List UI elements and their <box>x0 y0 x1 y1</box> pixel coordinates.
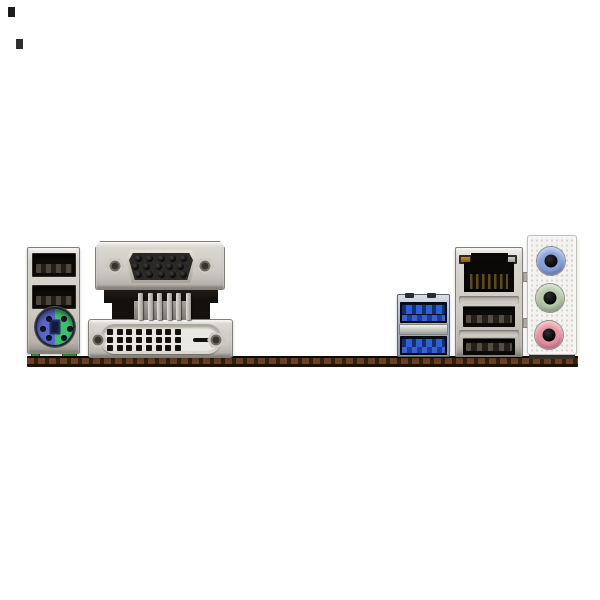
usb2-port <box>32 253 76 277</box>
vga-pin-hole <box>179 271 187 278</box>
audio-jack-hole <box>542 328 556 342</box>
vga-pin-hole <box>168 255 176 262</box>
ps2-pin-hole <box>46 316 52 322</box>
vga-pin-hole <box>165 263 173 270</box>
ps2-pin-hole <box>46 335 52 341</box>
dvi-pin-hole <box>107 345 113 351</box>
ps2-pin-hole <box>40 326 46 332</box>
dvi-pin-hole <box>126 329 133 335</box>
ps2-pin-hole <box>67 326 73 332</box>
ethernet-port <box>464 262 514 292</box>
audio-jack-hole <box>544 254 558 268</box>
dvi-pin-hole <box>145 345 152 351</box>
usb3-shell-tab <box>405 293 414 298</box>
connector-pin <box>157 293 163 320</box>
dvi-pin-hole <box>165 345 172 351</box>
connector-pin <box>147 293 153 320</box>
ps2-pin-hole <box>61 316 67 322</box>
vga-pin-hole <box>157 255 165 262</box>
housing-groove <box>459 296 519 304</box>
vga-pin-hole <box>146 271 154 278</box>
vga-pin-hole <box>179 255 187 262</box>
audio-jack-line-out <box>536 284 564 312</box>
vga-pin-hole <box>154 263 162 270</box>
stray-mark <box>8 7 15 17</box>
ps2-key-slot <box>49 319 61 335</box>
dvi-pin-hole <box>165 329 172 335</box>
vga-pin-hole <box>135 271 143 278</box>
stray-mark <box>16 39 23 49</box>
audio-base <box>529 352 575 359</box>
ethernet-contacts <box>470 274 508 289</box>
vga-pin-hole <box>135 255 143 262</box>
vga-pin-hole <box>157 271 165 278</box>
dvi-pin-hole <box>116 345 123 351</box>
usb3-shell-tab <box>427 293 436 298</box>
housing-groove <box>459 330 519 337</box>
usb3-contacts <box>402 347 445 353</box>
vga-pin-hole <box>132 263 140 270</box>
audio-jack-line-in <box>537 247 565 275</box>
dvi-blade-slot <box>193 338 216 342</box>
jack-screw-nut <box>106 258 124 274</box>
vga-pin-hole <box>168 271 176 278</box>
dvi-pin-hole <box>145 337 152 343</box>
jack-screw-nut <box>196 258 214 274</box>
usb3-port <box>400 336 447 355</box>
dvi-pin-hole <box>116 337 123 343</box>
dvi-pin-hole <box>165 337 172 343</box>
usb3-tongue <box>402 339 445 348</box>
usb2-port <box>463 306 515 327</box>
usb3-port <box>400 302 447 323</box>
dvi-pin-hole <box>136 345 143 351</box>
usb3-divider <box>399 324 448 335</box>
dvi-pin-hole <box>155 337 162 343</box>
dvi-pin-hole <box>126 337 133 343</box>
usb-tongue <box>466 343 512 351</box>
usb-tongue <box>36 264 72 273</box>
jack-screw-nut <box>207 332 225 348</box>
connector-pin <box>186 293 191 320</box>
vga-pin-hole <box>176 263 184 270</box>
connector-pin <box>138 293 143 320</box>
audio-jack-mic <box>535 321 563 349</box>
usb2-port <box>463 338 515 355</box>
dvi-pin-hole <box>155 329 162 335</box>
usb3-contacts <box>402 315 445 321</box>
dvi-pin-hole <box>116 329 123 335</box>
audio-jack-hole <box>543 291 557 305</box>
dvi-pin-hole <box>136 337 143 343</box>
dvi-pin-hole <box>126 345 133 351</box>
dvi-pin-hole <box>107 337 113 343</box>
vga-pin-hole <box>143 263 151 270</box>
usb3-tongue <box>402 305 445 314</box>
dvi-pin-hole <box>155 345 162 351</box>
pcb-edge-strip <box>27 356 578 367</box>
dvi-pin-hole <box>145 329 152 335</box>
usb-tongue <box>36 296 72 305</box>
dvi-pin-hole <box>174 345 181 351</box>
jack-screw-nut <box>89 332 107 348</box>
ps2-combo-port <box>35 307 75 347</box>
dvi-pin-hole <box>136 329 143 335</box>
usb-tongue <box>466 315 512 323</box>
connector-pin <box>166 293 172 320</box>
dvi-pin-hole <box>174 337 181 343</box>
dvi-pin-hole <box>107 329 113 335</box>
ps2-pin-hole <box>61 335 67 341</box>
usb2-port <box>32 285 76 309</box>
dvi-pin-hole <box>174 329 181 335</box>
vga-pin-hole <box>146 255 154 262</box>
connector-pin <box>176 293 182 320</box>
